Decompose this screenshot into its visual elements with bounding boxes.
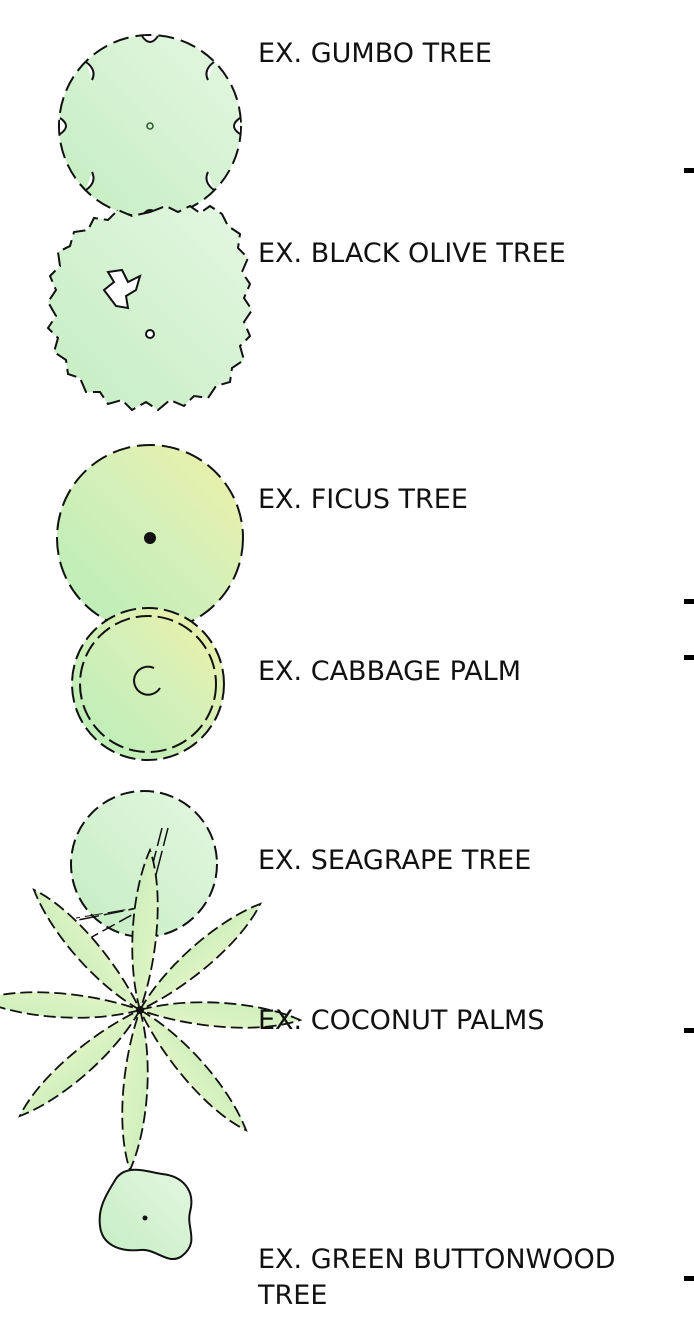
cabbage-palm-icon [71,607,225,761]
green-buttonwood-tree-icon [98,1168,193,1260]
coconut-palm-icon [0,847,303,1173]
edge-tick-mark [684,1276,694,1281]
legend-label-black-olive-tree: EX. BLACK OLIVE TREE [258,238,566,269]
edge-tick-mark [684,1028,694,1033]
edge-tick-mark [684,599,694,604]
gumbo-tree-icon [58,34,242,218]
legend-label-ficus-tree: EX. FICUS TREE [258,484,468,515]
legend-label-cabbage-palm: EX. CABBAGE PALM [258,656,522,687]
legend-label-green-buttonwood-line2: TREE [258,1280,328,1311]
legend-label-coconut-palms: EX. COCONUT PALMS [258,1005,545,1036]
ficus-tree-icon [56,444,244,632]
edge-tick-mark [684,168,694,173]
legend-label-seagrape-tree: EX. SEAGRAPE TREE [258,845,532,876]
edge-tick-mark [684,655,694,660]
black-olive-tree-icon [46,204,254,412]
legend-label-gumbo-tree: EX. GUMBO TREE [258,38,492,69]
legend-label-green-buttonwood-line1: EX. GREEN BUTTONWOOD [258,1244,616,1275]
